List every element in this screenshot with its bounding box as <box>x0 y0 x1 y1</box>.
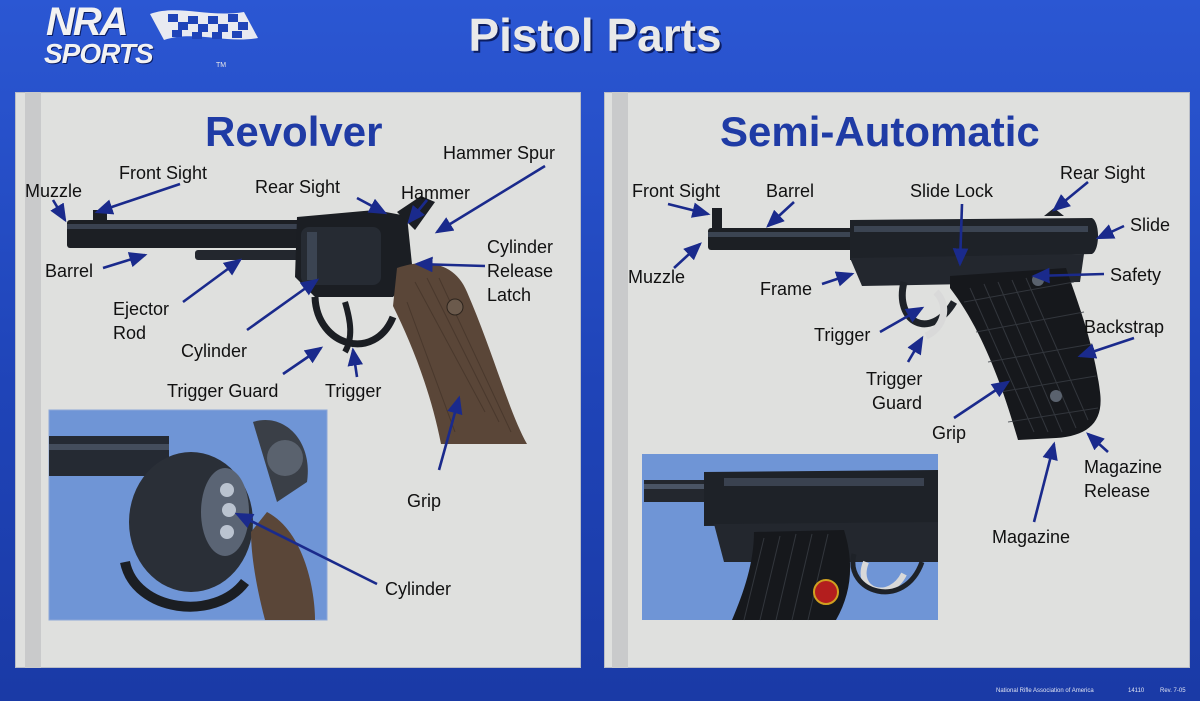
footer-rev: Rev. 7-05 <box>1160 688 1186 694</box>
label-magazine-release-1: Magazine <box>1084 457 1163 477</box>
label-magazine: Magazine <box>992 527 1071 547</box>
label-trigger-guard-2: Guard <box>872 393 923 413</box>
revolver-title: Revolver <box>205 108 383 155</box>
semi-automatic-panel: Semi-Automatic Front Sight Barrel Slide … <box>604 92 1190 668</box>
label-hammer-spur: Hammer Spur <box>443 143 556 163</box>
revolver-panel: Revolver Muzzle Front Sight Rear Sight H… <box>15 92 581 668</box>
label-ejector-rod-2: Rod <box>113 323 147 343</box>
label-cylinder: Cylinder <box>181 341 248 361</box>
revolver-illustration <box>48 164 546 621</box>
label-grip: Grip <box>932 423 967 443</box>
label-inset-cylinder: Cylinder <box>385 579 452 599</box>
label-hammer: Hammer <box>401 183 471 203</box>
label-grip: Grip <box>407 491 442 511</box>
logo-text-bottom: SPORTS <box>44 38 154 69</box>
label-trigger-guard: Trigger Guard <box>167 381 279 401</box>
label-safety: Safety <box>1110 265 1162 285</box>
label-barrel: Barrel <box>766 181 815 201</box>
semi-automatic-title: Semi-Automatic <box>720 108 1040 155</box>
poster-title: Pistol Parts <box>468 9 722 61</box>
panel-shade <box>612 92 628 668</box>
logo-text-top: NRA <box>46 0 129 44</box>
label-cylinder-release-latch-1: Cylinder <box>487 237 554 257</box>
label-muzzle: Muzzle <box>628 267 686 287</box>
label-front-sight: Front Sight <box>119 163 208 183</box>
label-frame: Frame <box>760 279 813 299</box>
label-magazine-release-2: Release <box>1084 481 1151 501</box>
footer-code: 14110 <box>1128 688 1145 694</box>
label-rear-sight: Rear Sight <box>1060 163 1146 183</box>
label-backstrap: Backstrap <box>1084 317 1165 337</box>
label-slide: Slide <box>1130 215 1171 235</box>
label-slide-lock: Slide Lock <box>910 181 994 201</box>
label-ejector-rod-1: Ejector <box>113 299 170 319</box>
label-barrel: Barrel <box>45 261 94 281</box>
semi-automatic-illustration <box>642 180 1135 621</box>
footer-org: National Rifle Association of America <box>996 688 1094 694</box>
label-trigger-guard-1: Trigger <box>866 369 923 389</box>
checkered-flag-icon <box>150 10 258 40</box>
label-front-sight: Front Sight <box>632 181 721 201</box>
logo-trademark: TM <box>216 62 227 69</box>
nra-sports-logo: NRA SPORTS TM <box>40 0 270 72</box>
label-rear-sight: Rear Sight <box>255 177 341 197</box>
label-trigger: Trigger <box>325 381 382 401</box>
label-cylinder-release-latch-2: Release <box>487 261 554 281</box>
label-cylinder-release-latch-3: Latch <box>487 285 532 305</box>
label-muzzle: Muzzle <box>25 181 83 201</box>
panel-shade <box>25 92 41 668</box>
label-trigger: Trigger <box>814 325 871 345</box>
